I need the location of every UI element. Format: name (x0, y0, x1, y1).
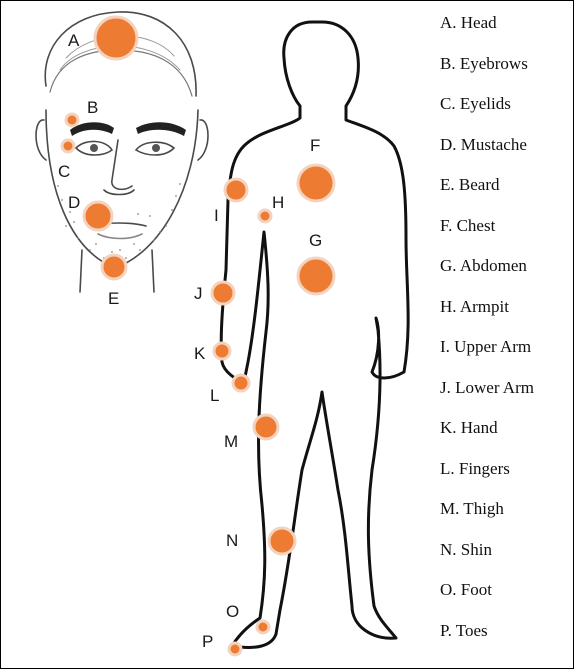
legend-item-lower-arm: J. Lower Arm (440, 377, 576, 418)
marker-label-f: F (310, 136, 320, 155)
marker-thigh (254, 415, 278, 439)
marker-label-j: J (194, 284, 203, 303)
marker-head (95, 17, 137, 59)
marker-label-p: P (202, 632, 213, 651)
marker-eyelids (62, 140, 74, 152)
marker-label-i: I (214, 206, 219, 225)
legend-list: A. Head B. Eyebrows C. Eyelids D. Mustac… (440, 12, 576, 660)
marker-label-e: E (108, 289, 119, 308)
legend-item-armpit: H. Armpit (440, 296, 576, 337)
marker-label-o: O (226, 602, 239, 621)
marker-label-b: B (87, 98, 98, 117)
marker-beard (102, 255, 126, 279)
eyebrow-right-shape (136, 122, 186, 136)
legend-item-toes: P. Toes (440, 620, 576, 661)
marker-armpit (259, 210, 271, 222)
body-outline (221, 22, 408, 648)
marker-label-d: D (68, 193, 80, 212)
legend-item-eyebrows: B. Eyebrows (440, 53, 576, 94)
marker-abdomen (298, 258, 334, 294)
legend-item-abdomen: G. Abdomen (440, 255, 576, 296)
legend-item-hand: K. Hand (440, 417, 576, 458)
marker-label-a: A (68, 31, 80, 50)
legend-item-mustache: D. Mustache (440, 134, 576, 175)
marker-hand (214, 343, 230, 359)
legend-item-eyelids: C. Eyelids (440, 93, 576, 134)
legend-item-beard: E. Beard (440, 174, 576, 215)
marker-fingers (233, 375, 249, 391)
marker-chest (298, 165, 334, 201)
legend-item-thigh: M. Thigh (440, 498, 576, 539)
marker-mustache (84, 202, 112, 230)
legend-item-head: A. Head (440, 12, 576, 53)
marker-toes (229, 643, 241, 655)
legend-item-upper-arm: I. Upper Arm (440, 336, 576, 377)
marker-upper-arm (225, 179, 247, 201)
legend-item-shin: N. Shin (440, 539, 576, 580)
marker-foot (257, 621, 269, 633)
legend-item-fingers: L. Fingers (440, 458, 576, 499)
marker-label-g: G (309, 231, 322, 250)
marker-label-n: N (226, 531, 238, 550)
marker-shin (269, 528, 295, 554)
marker-label-h: H (272, 193, 284, 212)
marker-label-l: L (210, 386, 219, 405)
legend-item-chest: F. Chest (440, 215, 576, 256)
marker-lower-arm (212, 282, 234, 304)
marker-label-k: K (194, 344, 206, 363)
marker-eyebrows (66, 114, 78, 126)
marker-label-m: M (224, 432, 238, 451)
marker-label-c: C (58, 162, 70, 181)
legend-item-foot: O. Foot (440, 579, 576, 620)
